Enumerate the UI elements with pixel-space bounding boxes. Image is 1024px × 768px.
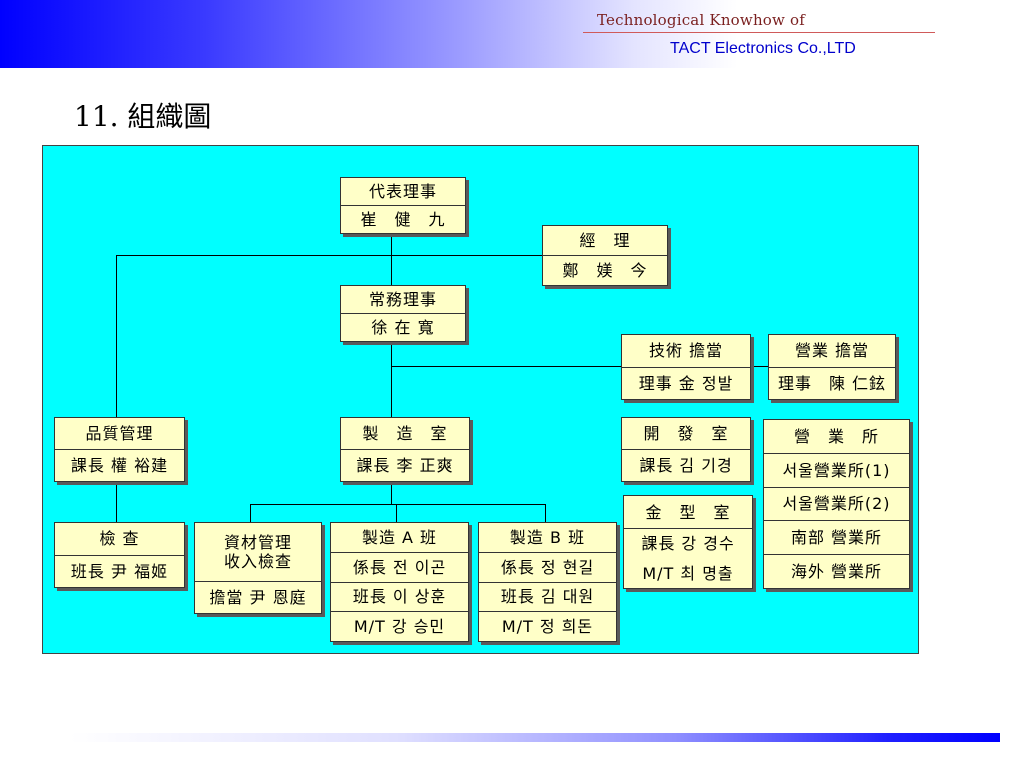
box-sales-offices: 營 業 所 서울營業所(1) 서울營業所(2) 南部 營業所 海外 營業所 <box>763 419 910 589</box>
sales-office-item: 서울營業所(2) <box>764 486 909 521</box>
connector-teams-horizontal <box>250 504 545 505</box>
team-a-title: 製造 A 班 <box>361 527 438 547</box>
ceo-name: 崔 健 九 <box>341 205 465 233</box>
box-inspection: 檢 查 班長 尹 福姬 <box>54 522 185 588</box>
connector-to-team-b <box>545 504 546 522</box>
connector-quality-to-inspection <box>116 482 117 522</box>
connector-md-to-manufacturing <box>391 342 392 417</box>
brand-divider <box>583 32 935 33</box>
box-team-a: 製造 A 班 係長 전 이곤 班長 이 상훈 M/T 강 승민 <box>330 522 469 642</box>
mold-member: 課長 강 경수 <box>624 528 752 559</box>
sales-offices-title: 營 業 所 <box>793 426 879 446</box>
connector-main-horizontal <box>116 255 542 256</box>
accounting-title: 經 理 <box>579 231 631 250</box>
tech-name: 理事 金 정발 <box>622 366 750 400</box>
quality-name: 課長 權 裕建 <box>55 449 184 481</box>
development-name: 課長 김 기경 <box>622 449 750 481</box>
sales-title: 營業 擔當 <box>794 341 870 361</box>
connector-to-tech <box>391 366 621 367</box>
team-b-member: M/T 정 희돈 <box>479 611 616 641</box>
page-title: 11. 組織圖 <box>74 100 212 133</box>
sales-office-item: 海外 營業所 <box>764 554 909 588</box>
box-team-b: 製造 B 班 係長 정 현길 班長 김 대원 M/T 정 희돈 <box>478 522 617 642</box>
tech-title: 技術 擔當 <box>648 341 724 361</box>
quality-title: 品質管理 <box>85 424 154 443</box>
connector-manufacturing-down <box>391 482 392 504</box>
brand-line-2: TACT Electronics Co.,LTD <box>670 40 856 57</box>
materials-name: 擔當 尹 恩庭 <box>195 581 321 613</box>
box-manufacturing: 製 造 室 課長 李 正爽 <box>340 417 470 482</box>
connector-to-materials <box>250 504 251 522</box>
team-b-member: 班長 김 대원 <box>479 581 616 612</box>
header-gradient-band <box>0 0 1024 68</box>
connector-tech-to-sales <box>751 366 768 367</box>
connector-to-quality <box>116 255 117 417</box>
manufacturing-name: 課長 李 正爽 <box>341 449 469 481</box>
team-b-title: 製造 B 班 <box>509 527 586 547</box>
box-managing-director: 常務理事 徐 在 寬 <box>340 285 466 342</box>
brand-line-1: Technological Knowhow of <box>597 11 806 29</box>
box-mold: 金 型 室 課長 강 경수 M/T 최 명출 <box>623 495 753 589</box>
inspection-title: 檢 查 <box>99 529 140 549</box>
team-a-member: 班長 이 상훈 <box>331 581 468 612</box>
sales-office-item: 서울營業所(1) <box>764 452 909 487</box>
sales-name: 理事 陳 仁鉉 <box>769 366 895 400</box>
footer-gradient-bar <box>70 733 1000 742</box>
box-ceo: 代表理事 崔 健 九 <box>340 177 466 234</box>
box-materials: 資材管理 收入檢查 擔當 尹 恩庭 <box>194 522 322 614</box>
box-accounting: 經 理 鄭 媄 今 <box>542 225 668 286</box>
box-tech: 技術 擔當 理事 金 정발 <box>621 334 751 400</box>
connector-ceo-to-md <box>391 234 392 286</box>
materials-title-line1: 資材管理 <box>223 533 292 552</box>
ceo-title: 代表理事 <box>368 182 437 201</box>
team-b-member: 係長 정 현길 <box>479 551 616 582</box>
team-a-member: 係長 전 이곤 <box>331 551 468 582</box>
box-sales: 營業 擔當 理事 陳 仁鉉 <box>768 334 896 400</box>
md-title: 常務理事 <box>368 290 437 309</box>
box-development: 開 發 室 課長 김 기경 <box>621 417 751 482</box>
development-title: 開 發 室 <box>643 424 729 443</box>
accounting-name: 鄭 媄 今 <box>543 255 667 285</box>
md-name: 徐 在 寬 <box>341 313 465 341</box>
materials-title: 資材管理 收入檢查 <box>195 523 321 581</box>
org-chart: 代表理事 崔 健 九 經 理 鄭 媄 今 常務理事 徐 在 寬 技術 擔當 理事… <box>42 145 919 654</box>
box-quality: 品質管理 課長 權 裕建 <box>54 417 185 482</box>
mold-title: 金 型 室 <box>645 502 731 522</box>
manufacturing-title: 製 造 室 <box>362 424 448 443</box>
sales-office-item: 南部 營業所 <box>764 520 909 554</box>
connector-to-team-a <box>396 504 397 522</box>
inspection-name: 班長 尹 福姬 <box>55 554 184 588</box>
team-a-member: M/T 강 승민 <box>331 611 468 641</box>
materials-title-line2: 收入檢查 <box>223 552 292 571</box>
mold-member: M/T 최 명출 <box>642 563 734 583</box>
